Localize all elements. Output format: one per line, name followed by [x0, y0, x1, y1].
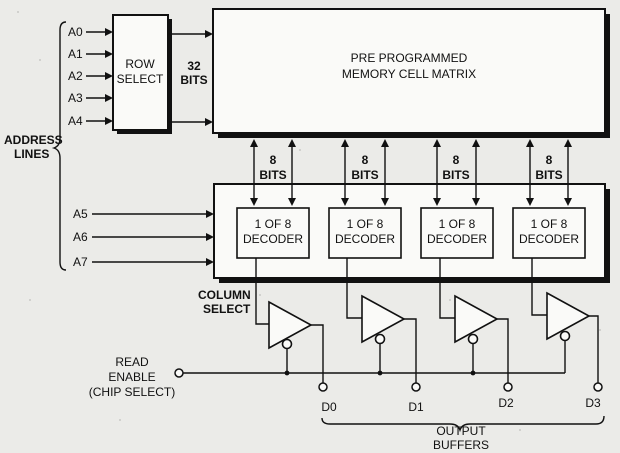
decoder-4: 1 OF 8 DECODER [512, 207, 586, 259]
pin-a4: A4 [68, 114, 83, 128]
decoder-1-label-1: 1 OF 8 [255, 217, 292, 231]
output-d0: D0 [321, 400, 337, 414]
bus-label-1: 32 [187, 59, 201, 73]
read-enable-pin [174, 368, 184, 378]
output-pin-d2 [503, 382, 513, 392]
bit-label-2b: BITS [351, 168, 378, 182]
output-d2: D2 [498, 396, 514, 410]
pin-a3: A3 [68, 91, 83, 105]
read-enable-label-3: (CHIP SELECT) [89, 385, 175, 399]
row-select-label-1: ROW [125, 57, 155, 71]
output-buffer-2 [346, 258, 421, 392]
decoder-1-label-2: DECODER [243, 232, 303, 246]
decoder-2-label-1: 1 OF 8 [347, 217, 384, 231]
read-enable-line: READ ENABLE (CHIP SELECT) [89, 355, 565, 399]
output-d1: D1 [408, 400, 424, 414]
decoder-1: 1 OF 8 DECODER [236, 207, 310, 259]
output-buffers-label-1: OUTPUT [436, 424, 486, 438]
address-lines-brace: ADDRESS LINES [4, 21, 67, 271]
bit-label-3b: BITS [442, 168, 469, 182]
bit-group-labels: 8 BITS 8 BITS 8 BITS 8 BITS [259, 153, 562, 182]
decoder-4-label-1: 1 OF 8 [531, 217, 568, 231]
output-pin-d3 [593, 382, 603, 392]
decoder-3: 1 OF 8 DECODER [420, 207, 494, 259]
pin-a7: A7 [73, 255, 88, 269]
matrix-label-2: MEMORY CELL MATRIX [342, 67, 476, 81]
bit-group-arrows [250, 139, 572, 206]
bit-label-4b: BITS [535, 168, 562, 182]
address-lines-label-2: LINES [14, 147, 49, 161]
output-buffer-1 [255, 258, 328, 392]
row-bus: 32 BITS [168, 30, 213, 126]
decoder-3-label-2: DECODER [427, 232, 487, 246]
output-pin-d0 [318, 382, 328, 392]
output-buffer-3 [439, 258, 513, 392]
output-buffers-label-2: BUFFERS [433, 438, 489, 452]
bus-label-2: BITS [180, 73, 207, 87]
column-select-label-1: COLUMN [198, 288, 251, 302]
decoder-4-label-2: DECODER [519, 232, 579, 246]
bit-label-1a: 8 [270, 153, 277, 167]
row-select-block: ROW SELECT [112, 14, 172, 134]
bit-label-4a: 8 [546, 153, 553, 167]
bit-label-2a: 8 [362, 153, 369, 167]
read-enable-label-2: ENABLE [108, 370, 155, 384]
pin-a1: A1 [68, 47, 83, 61]
column-select-label-2: SELECT [203, 302, 251, 316]
address-lines-label-1: ADDRESS [4, 133, 63, 147]
output-buffers-brace: OUTPUT BUFFERS [321, 415, 605, 452]
pin-a2: A2 [68, 69, 83, 83]
decoder-3-label-1: 1 OF 8 [439, 217, 476, 231]
read-enable-label-1: READ [115, 355, 149, 369]
bit-label-3a: 8 [453, 153, 460, 167]
output-d3: D3 [585, 396, 601, 410]
row-address-pins: A0 A1 A2 A3 A4 [68, 25, 113, 128]
paper-texture [17, 11, 606, 431]
output-buffer-4 [531, 258, 603, 392]
output-pin-d1 [411, 382, 421, 392]
output-labels: D0 D1 D2 D3 [321, 396, 601, 414]
column-address-pins: A5 A6 A7 [73, 207, 214, 269]
matrix-label-1: PRE PROGRAMMED [351, 51, 468, 65]
pin-a0: A0 [68, 25, 83, 39]
pin-a5: A5 [73, 207, 88, 221]
decoder-2-label-2: DECODER [335, 232, 395, 246]
pin-a6: A6 [73, 230, 88, 244]
memory-cell-matrix-block: PRE PROGRAMMED MEMORY CELL MATRIX [212, 8, 610, 138]
bit-label-1b: BITS [259, 168, 286, 182]
decoder-2: 1 OF 8 DECODER [328, 207, 402, 259]
row-select-label-2: SELECT [117, 72, 164, 86]
